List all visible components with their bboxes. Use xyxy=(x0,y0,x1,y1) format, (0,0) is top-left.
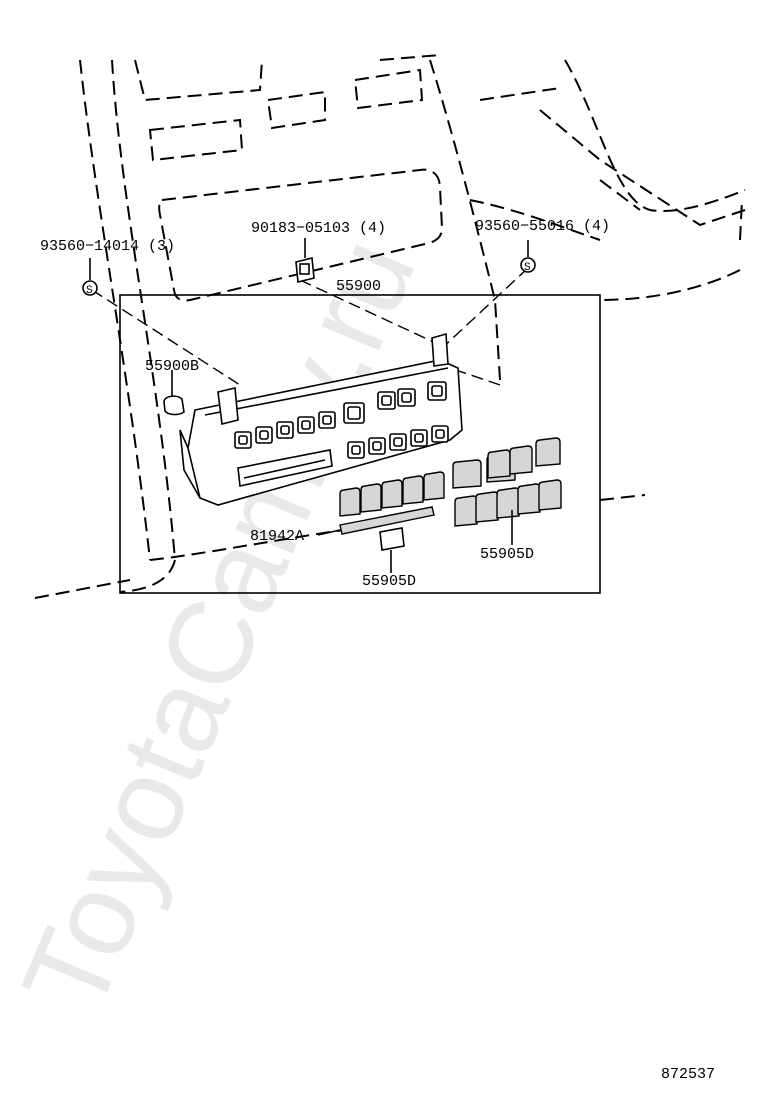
button-cap xyxy=(496,487,520,519)
panel-button xyxy=(343,402,365,424)
assembly-frame xyxy=(119,294,601,594)
label-screw-right: 93560−55016 (4) xyxy=(475,218,610,235)
screw-left-icon: S xyxy=(82,258,98,297)
panel-button xyxy=(389,433,407,451)
svg-text:S: S xyxy=(86,285,93,297)
button-cap xyxy=(535,437,561,467)
button-cap xyxy=(339,487,361,517)
button-caps-lower xyxy=(454,479,562,527)
screw-right-icon: S xyxy=(520,240,536,274)
knob-icon xyxy=(163,370,185,416)
panel-button xyxy=(297,416,315,434)
button-caps-left xyxy=(339,471,445,517)
panel-buttons xyxy=(234,381,449,459)
panel-button xyxy=(410,429,428,447)
label-plate: 81942A xyxy=(250,528,304,545)
button-cap xyxy=(475,491,499,523)
panel-button xyxy=(427,381,447,401)
button-cap xyxy=(487,449,511,479)
button-cap xyxy=(538,479,562,511)
button-cap xyxy=(402,475,424,505)
watermark: ToyotaCamry.ru xyxy=(0,220,441,1030)
label-assembly: 55900 xyxy=(336,278,381,295)
panel-button xyxy=(318,411,336,429)
svg-text:S: S xyxy=(524,262,531,274)
panel-button xyxy=(368,437,386,455)
panel-button xyxy=(431,425,449,443)
button-cap xyxy=(360,483,382,513)
button-cap xyxy=(423,471,445,501)
label-button-small: 55905D xyxy=(362,573,416,590)
label-buttons-right: 55905D xyxy=(480,546,534,563)
button-cap xyxy=(381,479,403,509)
panel-button xyxy=(255,426,273,444)
drawing-number: 872537 xyxy=(661,1066,715,1083)
label-clip-top: 90183−05103 (4) xyxy=(251,220,386,237)
panel-button xyxy=(234,431,252,449)
panel-button xyxy=(276,421,294,439)
button-cap xyxy=(452,459,482,489)
button-cap xyxy=(517,483,541,515)
label-knob: 55900B xyxy=(145,358,199,375)
plate-icon xyxy=(317,506,435,536)
panel-button xyxy=(377,391,396,410)
label-screw-left: 93560−14014 (3) xyxy=(40,238,175,255)
button-caps-upper xyxy=(452,437,561,489)
button-cap xyxy=(454,495,478,527)
clip-icon xyxy=(295,238,315,284)
button-cap xyxy=(509,445,533,475)
panel-button xyxy=(347,441,365,459)
panel-button xyxy=(397,388,416,407)
small-button-icon xyxy=(379,527,405,573)
